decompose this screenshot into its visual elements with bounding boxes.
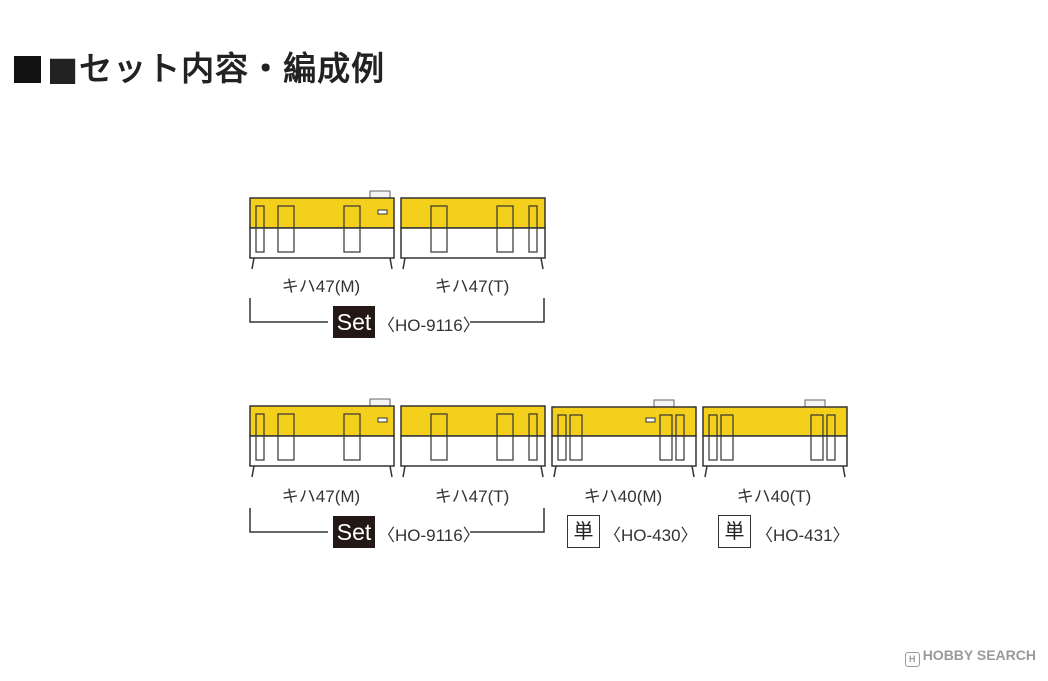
product-code: 〈HO-430〉: [604, 526, 698, 545]
railcar-kiha47-m: [246, 398, 396, 480]
car-label: キハ47(M): [281, 277, 361, 296]
railcar-kiha40-t: [699, 398, 849, 480]
railcar-kiha40-m-drawing: [551, 399, 697, 478]
square-bullet-icon: [14, 56, 41, 83]
railcar-kiha47-m-drawing: [249, 398, 395, 478]
page-title: ■セット内容・編成例: [14, 42, 385, 90]
hobby-search-logo-icon: H: [904, 652, 920, 667]
set-bracket: [249, 508, 545, 533]
set-badge: Set: [333, 306, 375, 338]
set-badge: Set: [333, 516, 375, 548]
car-label: キハ47(T): [434, 277, 510, 296]
product-code: 〈HO-9116〉: [378, 316, 480, 335]
car-label: キハ40(M): [583, 487, 663, 506]
railcar-kiha47-t: [397, 190, 547, 272]
product-code: 〈HO-431〉: [756, 526, 850, 545]
product-code: 〈HO-9116〉: [378, 526, 480, 545]
car-label: キハ47(M): [281, 487, 361, 506]
railcar-kiha47-m: [246, 190, 396, 272]
railcar-kiha47-t-drawing: [400, 197, 546, 270]
single-item-badge: 単: [718, 515, 751, 548]
railcar-kiha40-m: [548, 398, 698, 480]
watermark-text: HOBBY SEARCH: [922, 647, 1036, 663]
single-item-badge: 単: [567, 515, 600, 548]
railcar-kiha47-m-drawing: [249, 190, 395, 270]
car-label: キハ40(T): [736, 487, 812, 506]
car-label: キハ47(T): [434, 487, 510, 506]
set-bracket: [249, 298, 545, 323]
railcar-kiha47-t-drawing: [400, 405, 546, 478]
railcar-kiha47-t: [397, 398, 547, 480]
page-title-text: ■セット内容・編成例: [47, 49, 386, 88]
railcar-kiha40-t-drawing: [702, 399, 848, 478]
